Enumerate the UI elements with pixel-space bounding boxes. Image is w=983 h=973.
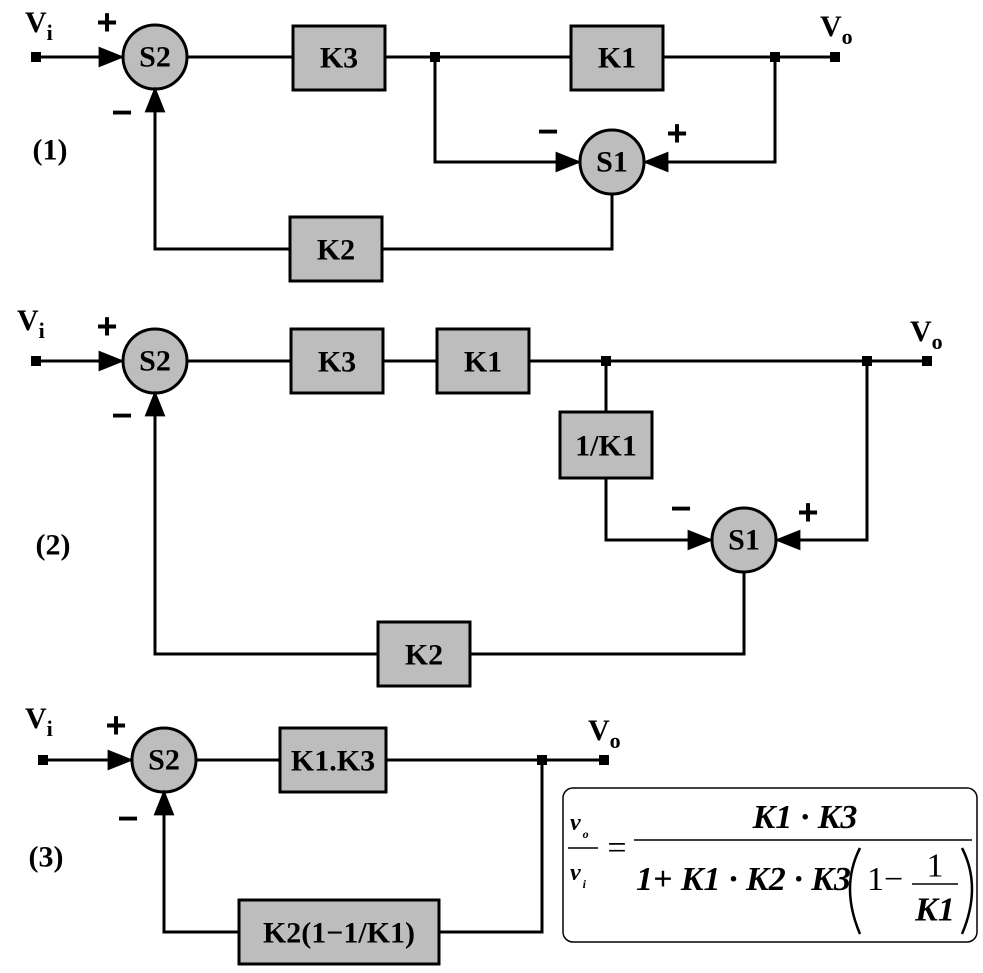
input-label-3: Vi xyxy=(25,702,53,741)
block-k1-1 xyxy=(569,24,665,92)
s1-minus-sign-2: − xyxy=(670,488,691,529)
wire-to-s1-plus-1 xyxy=(642,57,777,173)
s2-minus-sign-3: − xyxy=(117,798,138,839)
equation-box xyxy=(562,787,978,943)
block-k1-label-2: K1 xyxy=(464,346,502,379)
s2-minus-sign-2: − xyxy=(111,395,132,436)
summer-s2-label-2: S2 xyxy=(139,345,171,378)
diagram-number-1: (1) xyxy=(33,134,68,167)
block-k2-label-1: K2 xyxy=(317,234,355,267)
inner-numerator: 1 xyxy=(927,848,944,885)
block-forward-label-3: K1.K3 xyxy=(291,745,375,778)
block-k1-2 xyxy=(435,327,531,395)
wire-to-s1-minus-1 xyxy=(433,57,582,173)
output-label-3: Vo xyxy=(588,714,621,753)
s2-minus-sign-1: − xyxy=(111,92,132,133)
input-label-1: Vi xyxy=(25,6,53,45)
input-label-2: Vi xyxy=(17,304,45,343)
input-terminal-2 xyxy=(31,356,41,366)
s1-minus-sign-1: − xyxy=(537,111,558,152)
right-paren xyxy=(960,847,974,935)
wire-feedback-2 xyxy=(144,390,378,656)
block-k3-label-1: K3 xyxy=(320,42,358,75)
wire-to-feedback-3 xyxy=(439,760,544,934)
s2-plus-sign-1: + xyxy=(96,2,117,43)
block-inv-k1-2 xyxy=(558,410,654,480)
diagram-2: Vi + − S2 K3 K1 Vo 1/K1 − + S1 K2 (2) xyxy=(17,304,943,688)
inner-denominator: K1 xyxy=(914,892,955,929)
diagram-3: Vi + − S2 K1.K3 Vo K2(1−1/K1) (3) xyxy=(25,702,621,966)
block-k3-2 xyxy=(289,327,385,395)
output-terminal-1 xyxy=(830,52,840,62)
summer-s2-label-3: S2 xyxy=(148,744,180,777)
diagram-1: Vi + − S2 K3 K1 Vo − + S1 K2 (1) xyxy=(25,2,853,283)
summer-s2-label-1: S2 xyxy=(139,41,171,74)
left-paren xyxy=(848,847,862,935)
output-label-1: Vo xyxy=(820,10,853,49)
wire-to-s1-plus-2 xyxy=(774,361,869,551)
block-feedback-3 xyxy=(237,898,441,966)
output-label-2: Vo xyxy=(910,315,943,354)
output-terminal-2 xyxy=(922,356,932,366)
rhs-denominator: 1+ K1 · K2 · K3 xyxy=(636,861,851,898)
s1-plus-sign-2: + xyxy=(797,492,818,533)
output-terminal-3 xyxy=(599,755,609,765)
s2-plus-sign-2: + xyxy=(96,306,117,347)
block-k2-label-2: K2 xyxy=(405,639,443,672)
diagram-number-2: (2) xyxy=(36,529,71,562)
equals-sign: = xyxy=(607,830,626,867)
block-feedback-label-3: K2(1−1/K1) xyxy=(263,917,415,950)
wire-feedback-3 xyxy=(153,789,239,934)
summer-s1-label-1: S1 xyxy=(596,146,628,179)
paren-one-minus: 1− xyxy=(867,861,903,898)
wire-s1-k2-2 xyxy=(470,572,746,656)
input-terminal-3 xyxy=(38,755,48,765)
s1-plus-sign-1: + xyxy=(666,113,687,154)
block-k3-label-2: K3 xyxy=(318,346,356,379)
summer-s1-label-2: S1 xyxy=(728,524,760,557)
input-terminal-1 xyxy=(31,52,41,62)
s2-plus-sign-3: + xyxy=(105,705,126,746)
rhs-numerator: K1 · K3 xyxy=(752,799,858,836)
block-inv-k1-label-2: 1/K1 xyxy=(575,430,637,463)
wire-to-s1-minus-2 xyxy=(604,478,714,551)
wire-feedback-1 xyxy=(144,86,290,251)
wire-s1-k2-1 xyxy=(382,194,614,251)
block-k1-label-1: K1 xyxy=(598,42,636,75)
diagram-number-3: (3) xyxy=(29,841,64,874)
